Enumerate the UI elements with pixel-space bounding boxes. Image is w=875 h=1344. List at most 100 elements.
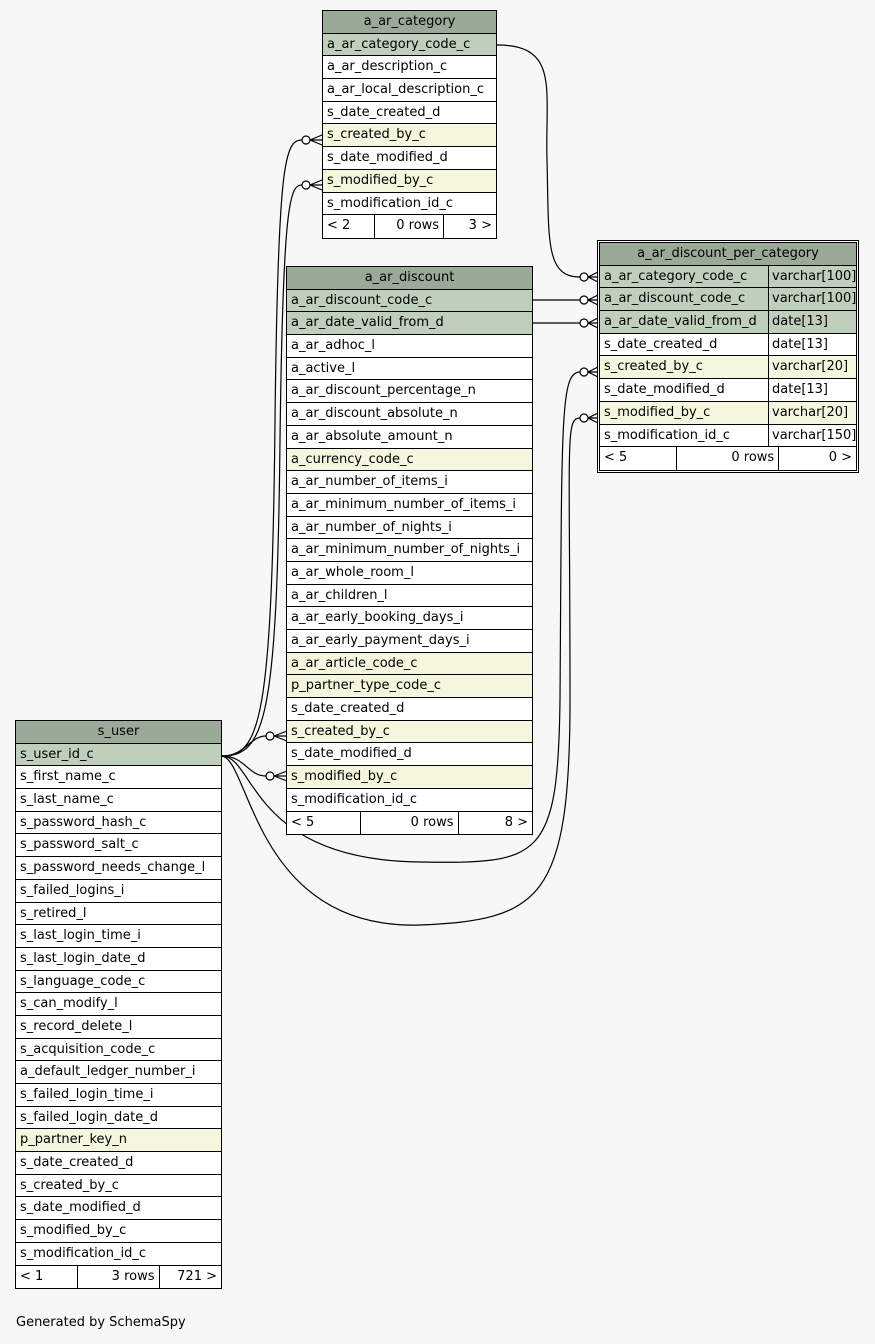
column-row[interactable]: s_date_modified_d xyxy=(323,147,496,170)
column-row[interactable]: s_created_by_c xyxy=(287,720,532,744)
column-row[interactable]: a_ar_description_c xyxy=(323,56,496,80)
column-row[interactable]: s_language_code_c xyxy=(16,970,221,994)
parents-link[interactable]: < 5 xyxy=(287,811,361,835)
column-row[interactable]: s_first_name_c xyxy=(16,766,221,790)
column-row[interactable]: p_partner_key_n xyxy=(16,1129,221,1153)
column-row[interactable]: s_date_modified_d xyxy=(287,743,532,767)
table-a-ar-category[interactable]: a_ar_category a_ar_category_code_c a_ar_de… xyxy=(322,10,497,239)
column-name: a_ar_category_code_c xyxy=(327,36,471,52)
column-row[interactable]: a_ar_article_code_c xyxy=(287,652,532,676)
column-type: varchar[150] xyxy=(768,424,856,447)
column-row[interactable]: s_last_login_time_i xyxy=(16,925,221,948)
parents-link[interactable]: < 1 xyxy=(16,1265,78,1289)
column-row[interactable]: a_ar_number_of_items_i xyxy=(287,471,532,494)
column-row[interactable]: s_last_login_date_d xyxy=(16,947,221,971)
column-row[interactable]: s_failed_login_date_d xyxy=(16,1106,221,1130)
column-row[interactable]: a_ar_early_payment_days_i xyxy=(287,630,532,653)
column-row[interactable]: a_ar_number_of_nights_i xyxy=(287,516,532,540)
column-name: a_ar_date_valid_from_d xyxy=(291,315,444,331)
row-count: 0 rows xyxy=(361,811,459,835)
column-row[interactable]: s_date_created_d xyxy=(323,101,496,125)
column-row[interactable]: s_created_by_c xyxy=(16,1174,221,1198)
column-name: a_ar_absolute_amount_n xyxy=(291,428,453,444)
column-row[interactable]: s_failed_login_time_i xyxy=(16,1084,221,1107)
column-row[interactable]: s_password_hash_c xyxy=(16,811,221,835)
children-link[interactable]: 0 > xyxy=(828,450,852,466)
column-name: s_password_hash_c xyxy=(20,814,147,830)
column-row[interactable]: s_date_created_d xyxy=(287,698,532,721)
column-row[interactable]: s_user_id_c xyxy=(16,743,221,767)
column-row[interactable]: s_created_by_c xyxy=(323,124,496,148)
column-row[interactable]: s_modified_by_c xyxy=(323,169,496,193)
column-row[interactable]: s_date_created_d xyxy=(16,1152,221,1175)
column-name: s_acquisition_code_c xyxy=(20,1041,156,1057)
column-name: s_can_modify_l xyxy=(20,996,118,1012)
column-row[interactable]: a_ar_early_booking_days_i xyxy=(287,607,532,630)
column-row[interactable]: a_ar_discount_percentage_n xyxy=(287,380,532,404)
column-row[interactable]: s_date_modified_d xyxy=(16,1197,221,1221)
column-name: s_retired_l xyxy=(20,905,87,921)
column-row[interactable]: a_ar_local_description_c xyxy=(323,79,496,102)
column-name: a_ar_number_of_items_i xyxy=(291,474,448,490)
column-name: s_password_needs_change_l xyxy=(20,860,206,876)
column-row[interactable]: a_ar_date_valid_from_d xyxy=(287,312,532,336)
column-row[interactable]: a_ar_category_code_c xyxy=(323,33,496,57)
column-row[interactable]: a_ar_discount_absolute_n xyxy=(287,403,532,426)
column-row[interactable]: s_modification_id_c xyxy=(16,1242,221,1266)
parents-link[interactable]: < 5 xyxy=(600,447,677,470)
column-row[interactable]: a_ar_adhoc_l xyxy=(287,335,532,358)
column-name: a_ar_discount_code_c xyxy=(291,292,433,308)
column-row[interactable]: s_record_delete_l xyxy=(16,1015,221,1039)
column-row[interactable]: a_ar_whole_room_l xyxy=(287,561,532,585)
row-count: 0 rows xyxy=(677,447,780,470)
column-row[interactable]: s_modification_id_c xyxy=(323,192,496,216)
table-a-ar-discount[interactable]: a_ar_discount a_ar_discount_code_c a_ar_da… xyxy=(286,266,533,836)
column-row[interactable]: a_ar_children_l xyxy=(287,584,532,608)
column-row[interactable]: s_modified_by_c xyxy=(287,766,532,789)
column-row[interactable]: s_retired_l xyxy=(16,902,221,926)
column-row[interactable]: a_default_ledger_number_i xyxy=(16,1061,221,1084)
column-row[interactable]: s_acquisition_code_c xyxy=(16,1038,221,1062)
column-name: a_ar_discount_code_c xyxy=(604,291,746,307)
column-row[interactable]: a_ar_absolute_amount_n xyxy=(287,425,532,449)
column-name: s_modification_id_c xyxy=(20,1245,146,1261)
table-title[interactable]: a_ar_discount xyxy=(287,267,532,290)
column-row[interactable]: a_ar_discount_code_c xyxy=(287,289,532,313)
table-title[interactable]: s_user xyxy=(16,721,221,744)
column-name: s_date_modified_d xyxy=(327,150,448,166)
table-title[interactable]: a_ar_category xyxy=(323,11,496,34)
column-row[interactable]: a_currency_code_c xyxy=(287,448,532,472)
column-name: s_first_name_c xyxy=(20,769,116,785)
column-row[interactable]: s_failed_logins_i xyxy=(16,879,221,903)
column-row[interactable]: a_ar_minimum_number_of_nights_i xyxy=(287,539,532,562)
column-row[interactable]: s_password_salt_c xyxy=(16,834,221,858)
column-row[interactable]: s_modified_by_c xyxy=(16,1220,221,1243)
column-name: a_ar_article_code_c xyxy=(291,655,418,671)
children-link[interactable]: 8 > xyxy=(504,814,528,830)
table-title[interactable]: a_ar_discount_per_category xyxy=(600,243,856,266)
column-row[interactable]: s_last_name_c xyxy=(16,789,221,812)
column-row[interactable]: s_password_needs_change_l xyxy=(16,857,221,880)
row-count: 3 rows xyxy=(78,1265,160,1289)
column-row[interactable]: a_ar_minimum_number_of_items_i xyxy=(287,493,532,517)
column-row[interactable]: a_active_l xyxy=(287,357,532,381)
children-link[interactable]: 3 > xyxy=(468,218,492,234)
column-name: a_ar_date_valid_from_d xyxy=(604,314,757,330)
column-row[interactable]: s_can_modify_l xyxy=(16,993,221,1016)
column-row[interactable]: p_partner_type_code_c xyxy=(287,675,532,699)
children-link[interactable]: 721 > xyxy=(177,1268,217,1284)
column-row[interactable]: s_modification_id_c xyxy=(287,788,532,812)
column-name: s_modification_id_c xyxy=(291,791,417,807)
parents-link[interactable]: < 2 xyxy=(323,215,375,238)
